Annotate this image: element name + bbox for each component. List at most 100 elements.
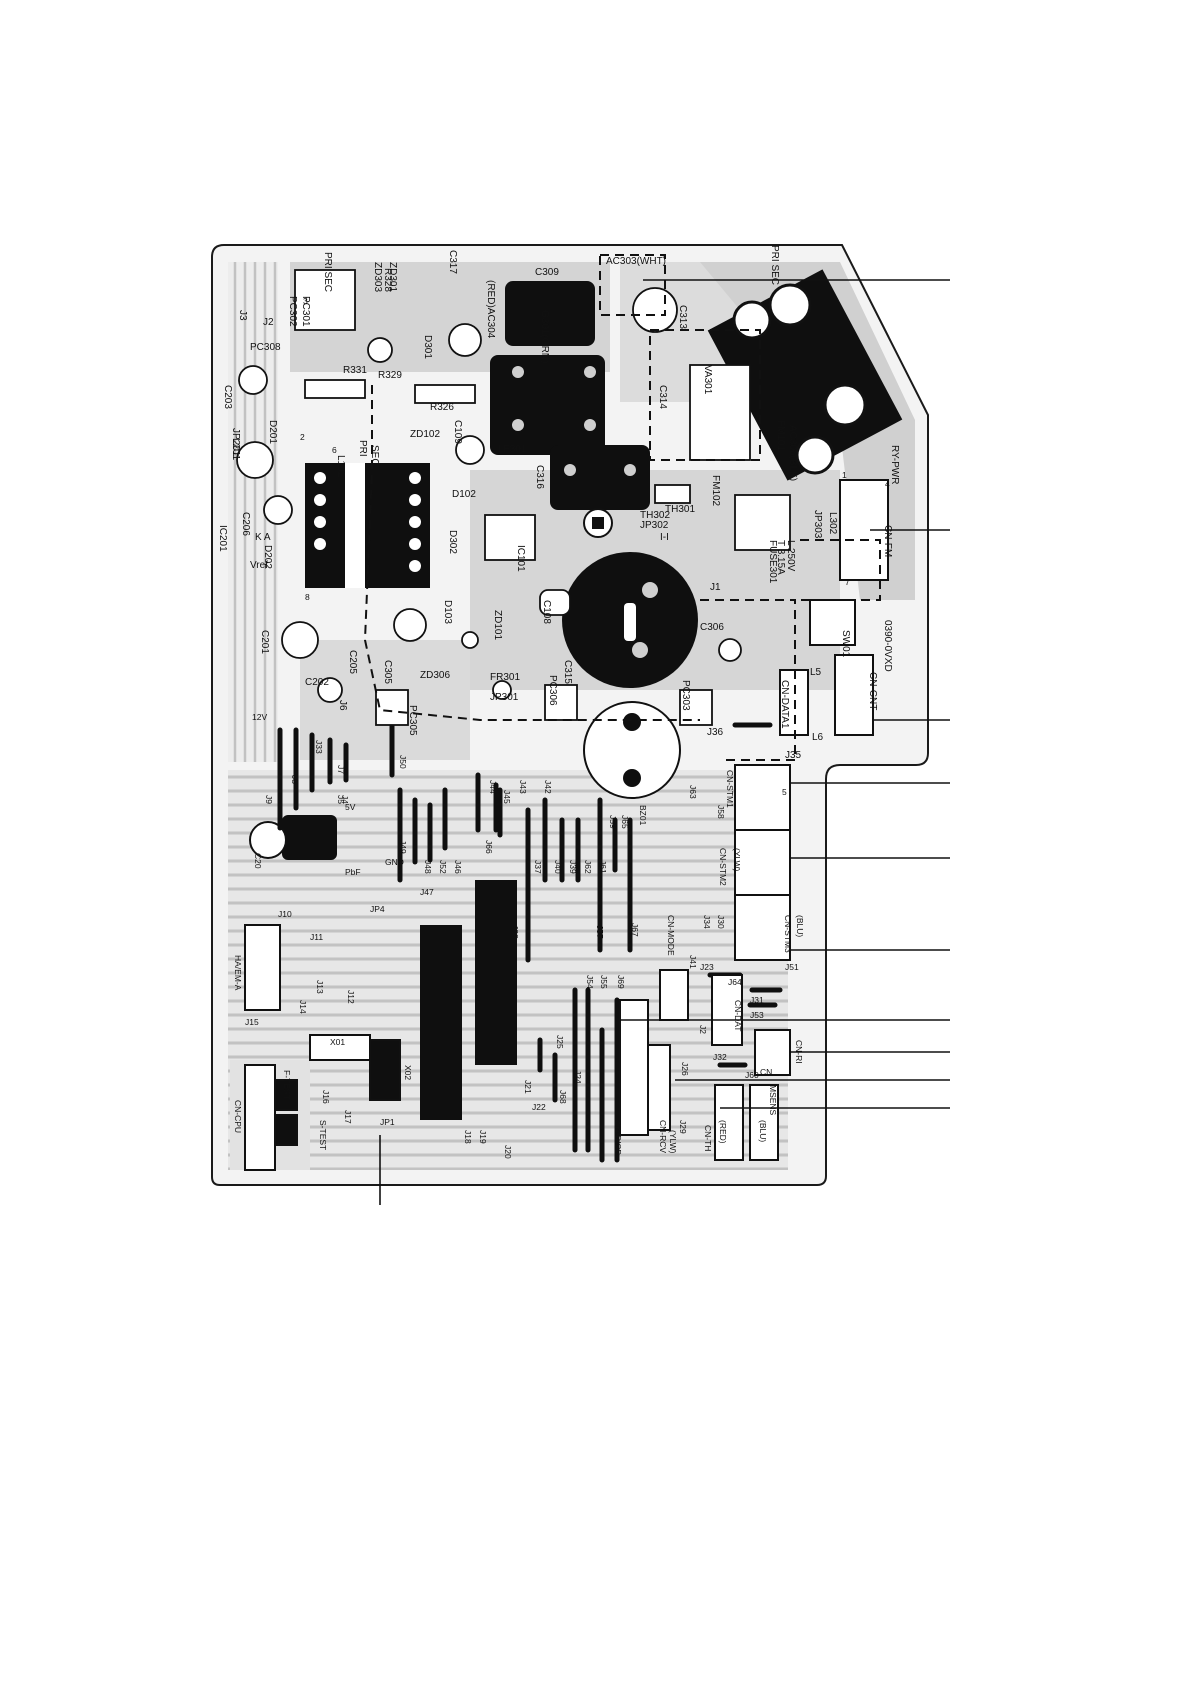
- capacitor-c20: [282, 815, 337, 860]
- label-cn-data1: CN-DATA1: [779, 680, 790, 729]
- connector-cn-mode: [659, 969, 689, 1021]
- label-j43: J43: [518, 780, 528, 794]
- test-f-test: [274, 1079, 298, 1111]
- label-j9: J9: [264, 795, 274, 804]
- label-j57: J57: [595, 925, 605, 939]
- label-c315: C315: [562, 660, 573, 684]
- label-0390-0vxd: 0390-0VXD: [882, 620, 893, 672]
- label-j33: J33: [314, 740, 324, 754]
- label-ic201: IC201: [217, 525, 228, 552]
- label-f-test: F-TEST: [282, 1070, 292, 1100]
- label-j61: J61: [598, 860, 608, 874]
- label-jp1: JP1: [380, 1117, 395, 1127]
- label-j10: J10: [278, 909, 292, 919]
- label-j37: J37: [533, 860, 543, 874]
- label-d301: D301: [422, 335, 433, 359]
- label-x01: X01: [330, 1037, 345, 1047]
- label-cn: CN: [760, 1067, 772, 1077]
- label-j30: J30: [716, 915, 726, 929]
- label-jp302: JP302: [640, 520, 669, 531]
- label-j3: J3: [237, 310, 248, 321]
- label-c314: C314: [657, 385, 668, 409]
- label-bz01: BZ01: [638, 805, 648, 826]
- label-j40: J40: [553, 860, 563, 874]
- connector-cn-th: [714, 1084, 744, 1161]
- label-i-i: I-I: [660, 532, 669, 543]
- label-th301: TH301: [665, 504, 695, 515]
- label-ic101: IC101: [515, 545, 526, 572]
- label-j46: J46: [453, 860, 463, 874]
- label-jp303: JP303: [812, 510, 823, 539]
- label-msens: MSENS: [768, 1085, 778, 1116]
- label-g301-grn: G301(GRN): [539, 310, 550, 363]
- label-j23: J23: [700, 962, 714, 972]
- label-j59: J59: [608, 815, 618, 829]
- label-pri-sec: PRI SEC: [322, 252, 333, 292]
- label-j66: J66: [484, 840, 494, 854]
- label-c317: C317: [447, 250, 458, 274]
- label-5v: 5V: [345, 802, 356, 812]
- label-jp4: JP4: [370, 904, 385, 914]
- label-r328: R328: [382, 268, 393, 292]
- power-components: [249, 269, 903, 1120]
- pin-6: 6: [332, 445, 337, 455]
- label-jp201: JP201: [230, 428, 241, 457]
- label-d202: D202: [262, 545, 273, 569]
- label-j49: J49: [398, 840, 408, 854]
- label-cn-cnt: CN-CNT: [867, 672, 878, 710]
- label-j4: J4: [340, 795, 350, 804]
- label-cn-disp: CN-DISP: [613, 1120, 623, 1155]
- label-c316: C316: [534, 465, 545, 489]
- label-c203: C203: [222, 385, 233, 409]
- label-j31: J31: [750, 995, 764, 1005]
- label-cn-cpu: CN-CPU: [233, 1100, 243, 1133]
- label-j24: J24: [573, 1070, 583, 1084]
- label-cn-stm2: CN-STM2: [718, 848, 728, 886]
- label-zd102: ZD102: [410, 429, 440, 440]
- label-j34: J34: [702, 915, 712, 929]
- label-j6: J6: [337, 700, 348, 711]
- label-c309: C309: [535, 267, 559, 278]
- label-t-3-15a: T 3.15A: [775, 540, 786, 575]
- label-zd303: ZD303: [372, 262, 383, 292]
- test-s-test: [274, 1114, 298, 1146]
- label-cn-stm1: CN-STM1: [725, 770, 735, 808]
- label-j14: J14: [298, 1000, 308, 1014]
- isolation-boundaries: [363, 254, 881, 761]
- label-j55: J55: [599, 975, 609, 989]
- label-zd301: ZD301: [387, 262, 398, 292]
- label-c205: C205: [347, 650, 358, 674]
- label-j7: J7: [336, 765, 346, 774]
- buzzer-bz01: [583, 701, 681, 799]
- label-ac306-blk: AC306(BLK): [787, 425, 798, 481]
- label-j21: J21: [523, 1080, 533, 1094]
- label-pc305: PC305: [407, 705, 418, 736]
- label-c313: C313: [677, 305, 688, 329]
- label-j2: J2: [698, 1025, 708, 1034]
- label-pc302: PC302: [287, 296, 298, 327]
- pin-1: 1: [842, 470, 847, 480]
- connector-cn-stm2: [734, 829, 791, 896]
- label-sw01: SW01: [840, 630, 851, 658]
- label-j69: J69: [616, 975, 626, 989]
- label-cn-ri: CN-RI: [794, 1040, 804, 1064]
- label-j41: J41: [688, 955, 698, 969]
- label-j62: J62: [583, 860, 593, 874]
- label-jp301: JP301: [490, 692, 519, 703]
- label-j2: J2: [263, 317, 274, 328]
- label-gnd: GND: [385, 857, 404, 867]
- label-j58: J58: [716, 805, 726, 819]
- label-fm101: FM101: [775, 420, 786, 452]
- label-red-ac304: (RED)AC304: [485, 280, 496, 339]
- label-j29: J29: [678, 1120, 688, 1134]
- label-j54: J54: [585, 975, 595, 989]
- label-ylw: (YLW): [668, 1130, 678, 1154]
- label-c305: C305: [382, 660, 393, 684]
- label-j42: J42: [543, 780, 553, 794]
- label-j39: J39: [568, 860, 578, 874]
- label-c202: C202: [305, 677, 329, 688]
- label-va301: VA301: [702, 365, 713, 395]
- label-j36: J36: [707, 727, 724, 738]
- label-j44: J44: [488, 780, 498, 794]
